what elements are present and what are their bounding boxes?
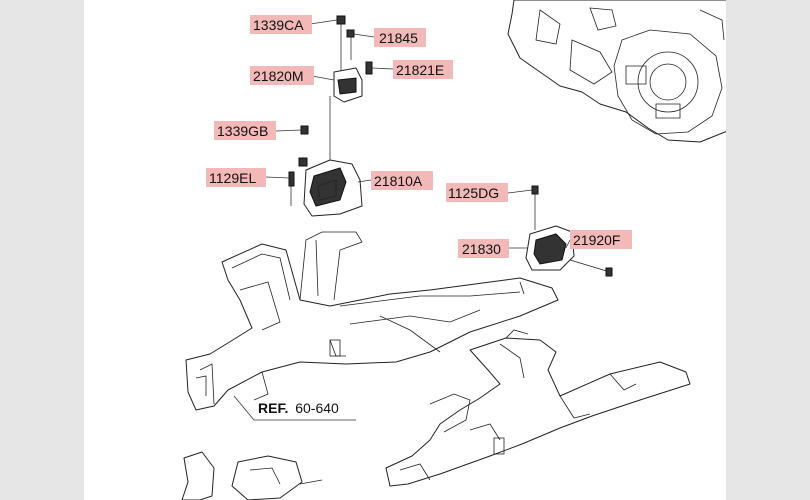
lower-frame — [385, 329, 691, 487]
label-21845[interactable]: 21845 — [379, 30, 418, 46]
label-1339gb[interactable]: 1339GB — [217, 123, 268, 139]
label-21820m[interactable]: 21820M — [253, 68, 304, 84]
label-21821e[interactable]: 21821E — [396, 62, 444, 78]
front-subframe — [185, 231, 559, 411]
engine-mount-assembly — [288, 15, 373, 217]
ref-number: 60-640 — [295, 400, 339, 416]
label-1125dg[interactable]: 1125DG — [448, 185, 499, 201]
transmission-mount — [525, 185, 613, 277]
ref-label[interactable]: REF. 60-640 — [258, 400, 339, 416]
leader-lines — [233, 19, 571, 421]
label-1129el[interactable]: 1129EL — [209, 170, 256, 186]
diagram-canvas: 1339CA 21845 21820M 21821E 1339GB 1129EL… — [84, 0, 726, 500]
label-1339ca[interactable]: 1339CA — [253, 17, 304, 33]
parts-diagram: 1339CA 21845 21820M 21821E 1339GB 1129EL… — [181, 0, 726, 500]
label-21810a[interactable]: 21810A — [374, 173, 423, 189]
label-21830[interactable]: 21830 — [462, 241, 501, 257]
steering-knuckle — [181, 451, 323, 500]
ref-prefix: REF. — [258, 400, 288, 416]
label-21920f[interactable]: 21920F — [573, 232, 620, 248]
part-labels: 1339CA 21845 21820M 21821E 1339GB 1129EL… — [206, 15, 632, 416]
transmission-housing — [507, 0, 726, 143]
